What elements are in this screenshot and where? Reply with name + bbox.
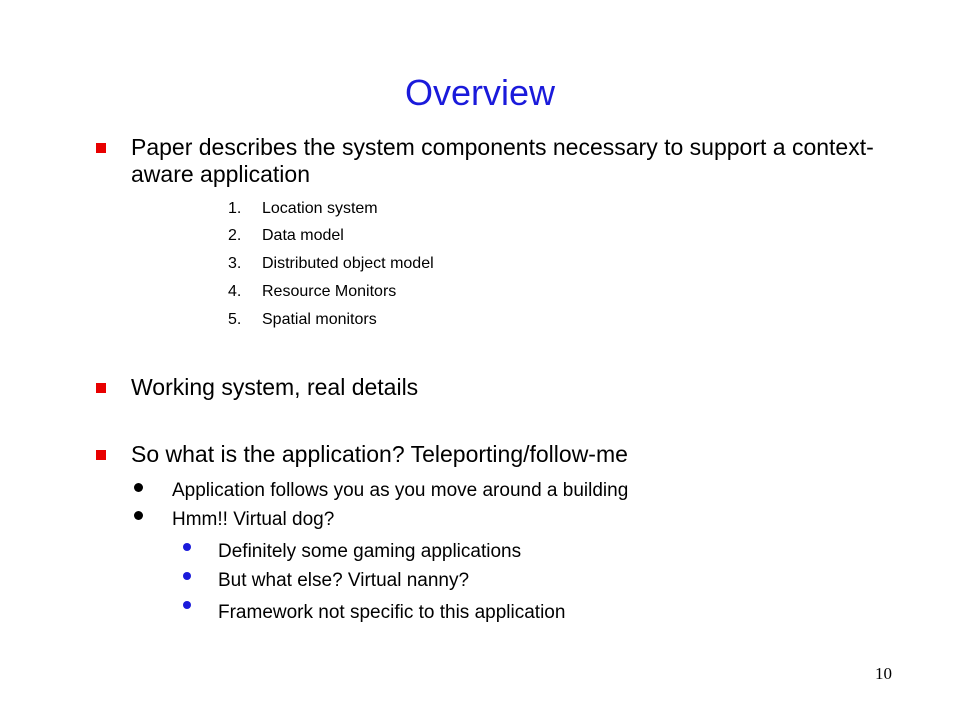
subsubbullet-virtual-nanny: But what else? Virtual nanny? <box>218 570 470 591</box>
list-number: 5. <box>228 311 242 328</box>
list-number: 2. <box>228 227 242 244</box>
red-square-bullet-icon <box>96 143 106 153</box>
page-number: 10 <box>875 664 892 683</box>
red-square-bullet-icon <box>96 450 106 460</box>
bullet-paper-describes: Paper describes the system components ne… <box>131 134 874 187</box>
bullet-what-is-application: So what is the application? Teleporting/… <box>131 441 628 467</box>
blue-dot-bullet-icon <box>183 572 191 580</box>
blue-dot-bullet-icon <box>183 601 191 609</box>
subbullet-virtual-dog: Hmm!! Virtual dog? <box>172 509 335 530</box>
subsubbullet-gaming-applications: Definitely some gaming applications <box>218 541 522 562</box>
list-item-spatial-monitors: Spatial monitors <box>262 311 377 328</box>
list-item-distributed-object-model: Distributed object model <box>262 255 434 272</box>
subsubbullet-framework-not-specific: Framework not specific to this applicati… <box>218 602 566 623</box>
black-dot-bullet-icon <box>134 483 143 492</box>
list-number: 4. <box>228 283 242 300</box>
list-number: 3. <box>228 255 242 272</box>
bullet-working-system: Working system, real details <box>131 374 419 400</box>
slide-title: Overview <box>404 72 556 113</box>
subbullet-application-follows: Application follows you as you move arou… <box>172 480 629 501</box>
list-item-data-model: Data model <box>262 227 344 244</box>
list-item-resource-monitors: Resource Monitors <box>262 283 397 300</box>
blue-dot-bullet-icon <box>183 543 191 551</box>
black-dot-bullet-icon <box>134 511 143 520</box>
list-number: 1. <box>228 200 242 217</box>
list-item-location-system: Location system <box>262 200 378 217</box>
red-square-bullet-icon <box>96 383 106 393</box>
